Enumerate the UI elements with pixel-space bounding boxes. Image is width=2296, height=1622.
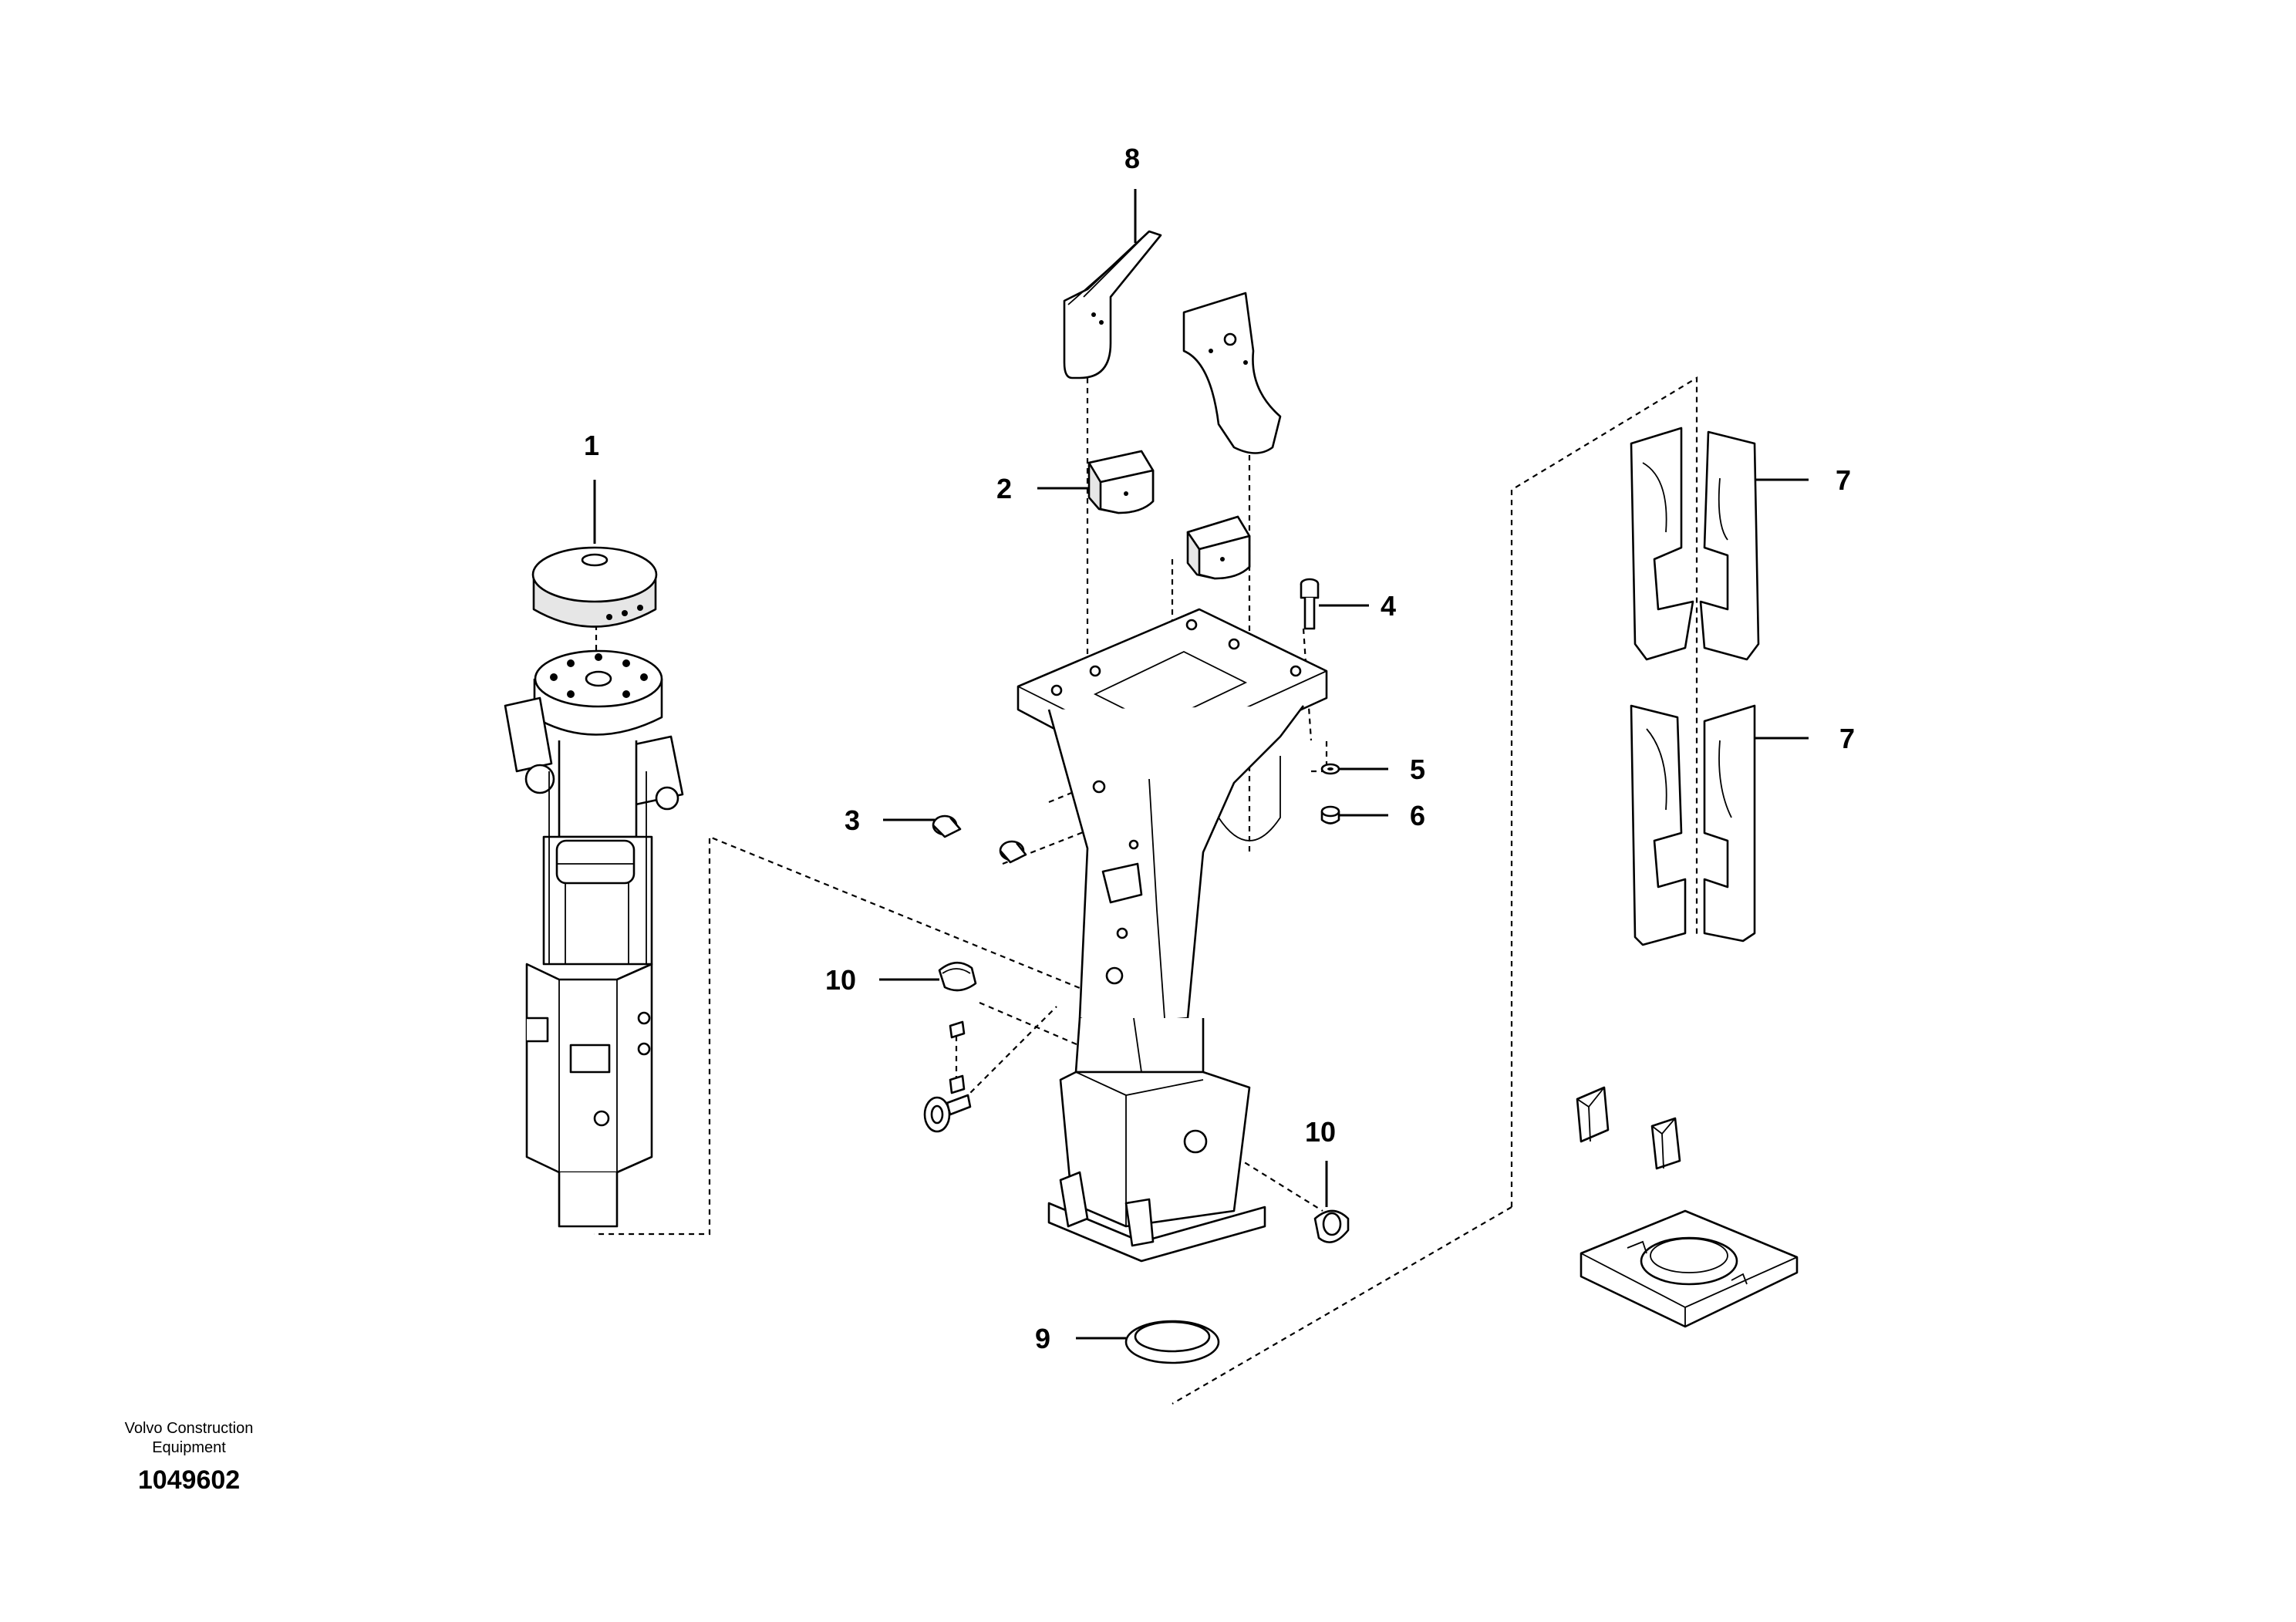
leader-lines bbox=[593, 189, 1809, 1340]
callout-1: 1 bbox=[584, 430, 599, 461]
publisher-name-line2: Equipment bbox=[152, 1439, 226, 1456]
part-4-bolt bbox=[1300, 578, 1320, 630]
part-3-bushes bbox=[932, 814, 1027, 864]
part-8-wear-plates bbox=[1063, 230, 1282, 454]
part-7-side-wear-plates bbox=[1630, 427, 1760, 946]
callout-6: 6 bbox=[1410, 800, 1425, 831]
breaker-housing bbox=[1017, 608, 1328, 1263]
part-9-seal-ring bbox=[1124, 1320, 1220, 1364]
callout-8: 8 bbox=[1124, 143, 1140, 174]
callout-2: 2 bbox=[996, 473, 1012, 504]
callout-10-right: 10 bbox=[1305, 1116, 1336, 1148]
callout-9: 9 bbox=[1035, 1323, 1050, 1354]
publisher-name-line1: Volvo Construction bbox=[124, 1420, 254, 1437]
part-2-rubber-blocks bbox=[1087, 450, 1251, 580]
part-6-nut bbox=[1320, 805, 1340, 824]
callout-10-left: 10 bbox=[825, 964, 856, 996]
callout-7-upper: 7 bbox=[1836, 464, 1851, 496]
callout-4: 4 bbox=[1381, 590, 1396, 622]
lifting-eye-and-screws bbox=[923, 1020, 972, 1133]
base-plate-and-blocks bbox=[1576, 1086, 1799, 1328]
drawing-number: 1049602 bbox=[137, 1465, 241, 1495]
callout-7-lower: 7 bbox=[1839, 723, 1855, 754]
callout-5: 5 bbox=[1410, 754, 1425, 785]
part-1-hammer-cylinder bbox=[504, 546, 684, 1228]
drawing-caption: Volvo Construction Equipment 1049602 bbox=[100, 1419, 278, 1496]
callout-labels: 1 2 3 4 5 6 7 7 8 9 10 10 bbox=[584, 143, 1855, 1354]
part-10-plugs bbox=[938, 961, 1350, 1243]
callout-3: 3 bbox=[845, 804, 860, 836]
part-5-washer bbox=[1320, 763, 1340, 775]
